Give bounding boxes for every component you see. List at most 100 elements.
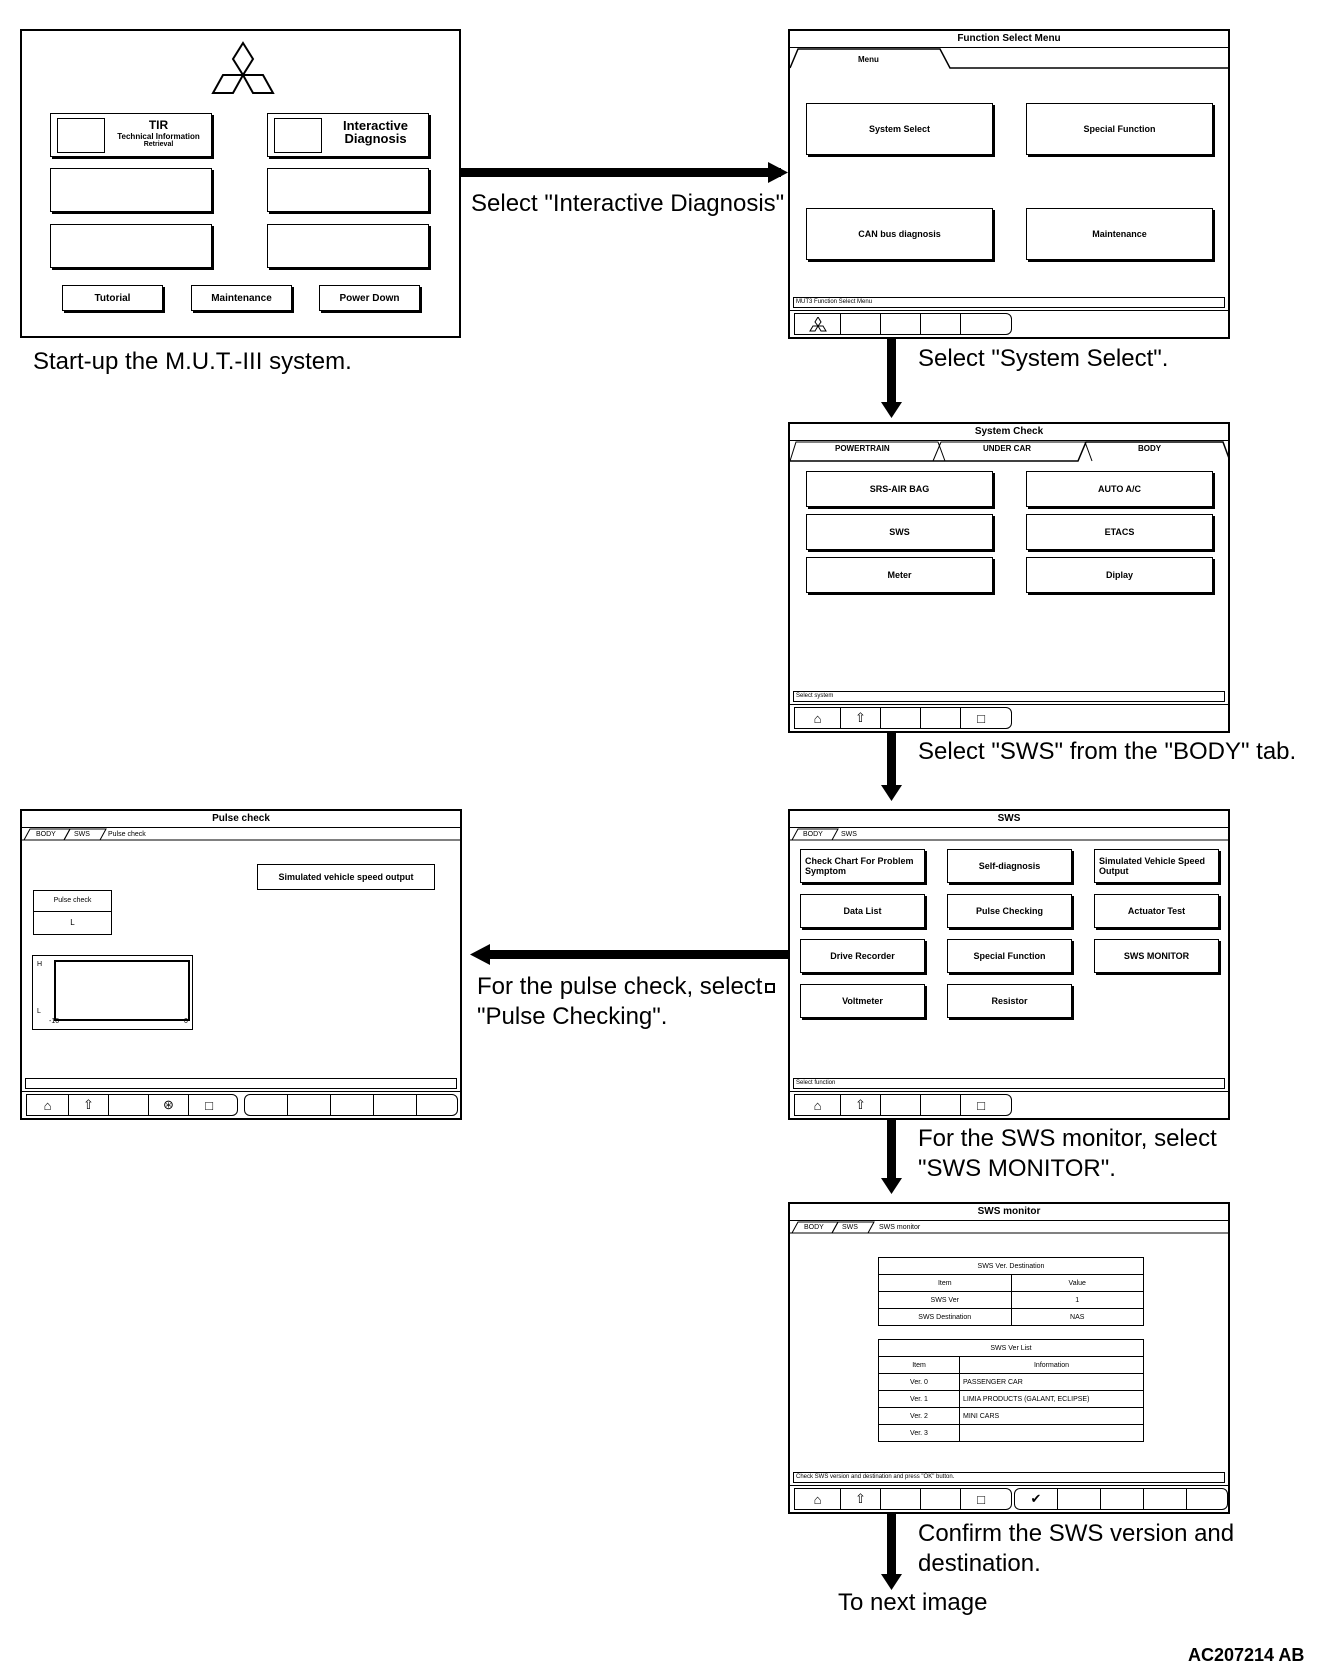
empty-button-2[interactable] [267, 168, 429, 212]
t2-r1-item: Ver. 1 [878, 1390, 960, 1408]
system-select-button[interactable]: System Select [806, 103, 993, 155]
tab-menu[interactable]: Menu [858, 55, 879, 64]
t1-r1-value: 1 [1010, 1291, 1144, 1309]
auto-ac-button[interactable]: AUTO A/C [1026, 471, 1213, 507]
toolbar-slot-3[interactable] [881, 314, 921, 334]
sws-monitor-button[interactable]: SWS MONITOR [1094, 939, 1219, 973]
t1-r2-value: NAS [1010, 1308, 1144, 1326]
startup-screen: TIR Technical Information Retrieval Inte… [20, 29, 461, 338]
pulse-checking-button[interactable]: Pulse Checking [947, 894, 1072, 928]
drive-recorder-button[interactable]: Drive Recorder [800, 939, 925, 973]
pulse-crumb-sws[interactable]: SWS [74, 831, 90, 838]
monitor-toolbar: ⌂ ⇧ □ ✔ [790, 1485, 1228, 1512]
toolbar-slot-5[interactable] [961, 314, 1001, 334]
toolbar-slot-r3[interactable] [1101, 1489, 1144, 1509]
toolbar-slot-3[interactable] [881, 1095, 921, 1115]
arrow-6-head-icon [881, 1574, 902, 1590]
can-bus-diagnosis-button[interactable]: CAN bus diagnosis [806, 208, 993, 260]
simulated-speed-button[interactable]: Simulated Vehicle Speed Output [1094, 849, 1219, 883]
window-icon[interactable]: □ [205, 1097, 213, 1113]
voltmeter-button[interactable]: Voltmeter [800, 984, 925, 1018]
empty-button-4[interactable] [267, 224, 429, 268]
t2-r3-item: Ver. 3 [878, 1424, 960, 1442]
simulated-output-button[interactable]: Simulated vehicle speed output [257, 864, 435, 890]
toolbar-slot-r3[interactable] [331, 1095, 374, 1115]
home-icon[interactable]: ⌂ [795, 1095, 841, 1115]
interactive-label-1: Interactive [342, 118, 409, 133]
special-function-button[interactable]: Special Function [1026, 103, 1213, 155]
toolbar-slot-3[interactable] [881, 1489, 921, 1509]
arrow-4-line [487, 950, 788, 959]
tab-powertrain[interactable]: POWERTRAIN [835, 444, 890, 453]
back-icon[interactable]: ⇧ [69, 1095, 109, 1115]
back-icon[interactable]: ⇧ [841, 1489, 881, 1509]
resistor-button[interactable]: Resistor [947, 984, 1072, 1018]
srs-air-bag-button[interactable]: SRS-AIR BAG [806, 471, 993, 507]
arrow-4-caption-2: "Pulse Checking". [477, 1003, 668, 1030]
crumb-body[interactable]: BODY [803, 831, 823, 838]
home-icon[interactable]: ⌂ [27, 1095, 69, 1115]
graph-x-max: 0 [184, 1018, 188, 1025]
monitor-crumb-sws[interactable]: SWS [842, 1224, 858, 1231]
toolbar-slot-r5[interactable] [1187, 1489, 1227, 1509]
monitor-crumb-body[interactable]: BODY [804, 1224, 824, 1231]
pulse-status [25, 1078, 457, 1089]
toolbar-slot-4[interactable] [921, 708, 961, 728]
toolbar-slot-2[interactable] [841, 314, 881, 334]
mitsubishi-home-icon[interactable] [795, 314, 841, 334]
function-select-toolbar [790, 310, 1228, 337]
sws-button[interactable]: SWS [806, 514, 993, 550]
back-icon[interactable]: ⇧ [841, 1095, 881, 1115]
save-icon[interactable]: ⊛ [149, 1095, 189, 1115]
check-chart-button[interactable]: Check Chart For Problem Symptom [800, 849, 925, 883]
window-icon[interactable]: □ [977, 1097, 985, 1113]
t1-header-item: Item [878, 1274, 1012, 1292]
home-icon[interactable]: ⌂ [795, 708, 841, 728]
etacs-button[interactable]: ETACS [1026, 514, 1213, 550]
toolbar-slot-4[interactable] [921, 1095, 961, 1115]
pulse-check-screen: Pulse check BODY SWS Pulse check Simulat… [20, 809, 462, 1120]
meter-button[interactable]: Meter [806, 557, 993, 593]
toolbar-slot-r2[interactable] [1058, 1489, 1101, 1509]
empty-button-3[interactable] [50, 224, 212, 268]
interactive-diagnosis-button[interactable]: Interactive Diagnosis [267, 113, 429, 157]
toolbar-slot-r5[interactable] [417, 1095, 457, 1115]
t2-r0-info: PASSENGER CAR [959, 1373, 1144, 1391]
toolbar-slot-r4[interactable] [374, 1095, 417, 1115]
t2-header-item: Item [878, 1356, 960, 1374]
display-button[interactable]: Diplay [1026, 557, 1213, 593]
toolbar-slot-r1[interactable] [245, 1095, 288, 1115]
tir-icon-box [57, 118, 105, 153]
self-diagnosis-button[interactable]: Self-diagnosis [947, 849, 1072, 883]
monitor-status: Check SWS version and destination and pr… [793, 1472, 1225, 1483]
toolbar-slot-r2[interactable] [288, 1095, 331, 1115]
home-icon[interactable]: ⌂ [795, 1489, 841, 1509]
power-down-button[interactable]: Power Down [319, 285, 420, 311]
data-list-button[interactable]: Data List [800, 894, 925, 928]
toolbar-slot-3[interactable] [881, 708, 921, 728]
toolbar-slot-4[interactable] [921, 1489, 961, 1509]
pulse-crumb-pulse[interactable]: Pulse check [108, 831, 146, 838]
toolbar-slot-r4[interactable] [1144, 1489, 1187, 1509]
tutorial-button[interactable]: Tutorial [62, 285, 163, 311]
window-icon[interactable]: □ [977, 710, 985, 726]
window-icon[interactable]: □ [977, 1491, 985, 1507]
pulse-crumb-body[interactable]: BODY [36, 831, 56, 838]
t2-r2-item: Ver. 2 [878, 1407, 960, 1425]
ok-check-icon[interactable]: ✔ [1015, 1489, 1058, 1509]
maintenance-button[interactable]: Maintenance [191, 285, 292, 311]
special-function-sws-button[interactable]: Special Function [947, 939, 1072, 973]
tir-button[interactable]: TIR Technical Information Retrieval [50, 113, 212, 157]
tab-under-car[interactable]: UNDER CAR [983, 444, 1031, 453]
crumb-sws[interactable]: SWS [841, 831, 857, 838]
system-check-toolbar: ⌂ ⇧ □ [790, 704, 1228, 731]
empty-button-1[interactable] [50, 168, 212, 212]
back-icon[interactable]: ⇧ [841, 708, 881, 728]
toolbar-slot-4[interactable] [921, 314, 961, 334]
toolbar-slot-3[interactable] [109, 1095, 149, 1115]
toolbar-group-right: ✔ [1014, 1488, 1228, 1510]
actuator-test-button[interactable]: Actuator Test [1094, 894, 1219, 928]
monitor-crumb-monitor[interactable]: SWS monitor [879, 1224, 921, 1231]
tab-body[interactable]: BODY [1138, 444, 1162, 453]
maintenance-menu-button[interactable]: Maintenance [1026, 208, 1213, 260]
